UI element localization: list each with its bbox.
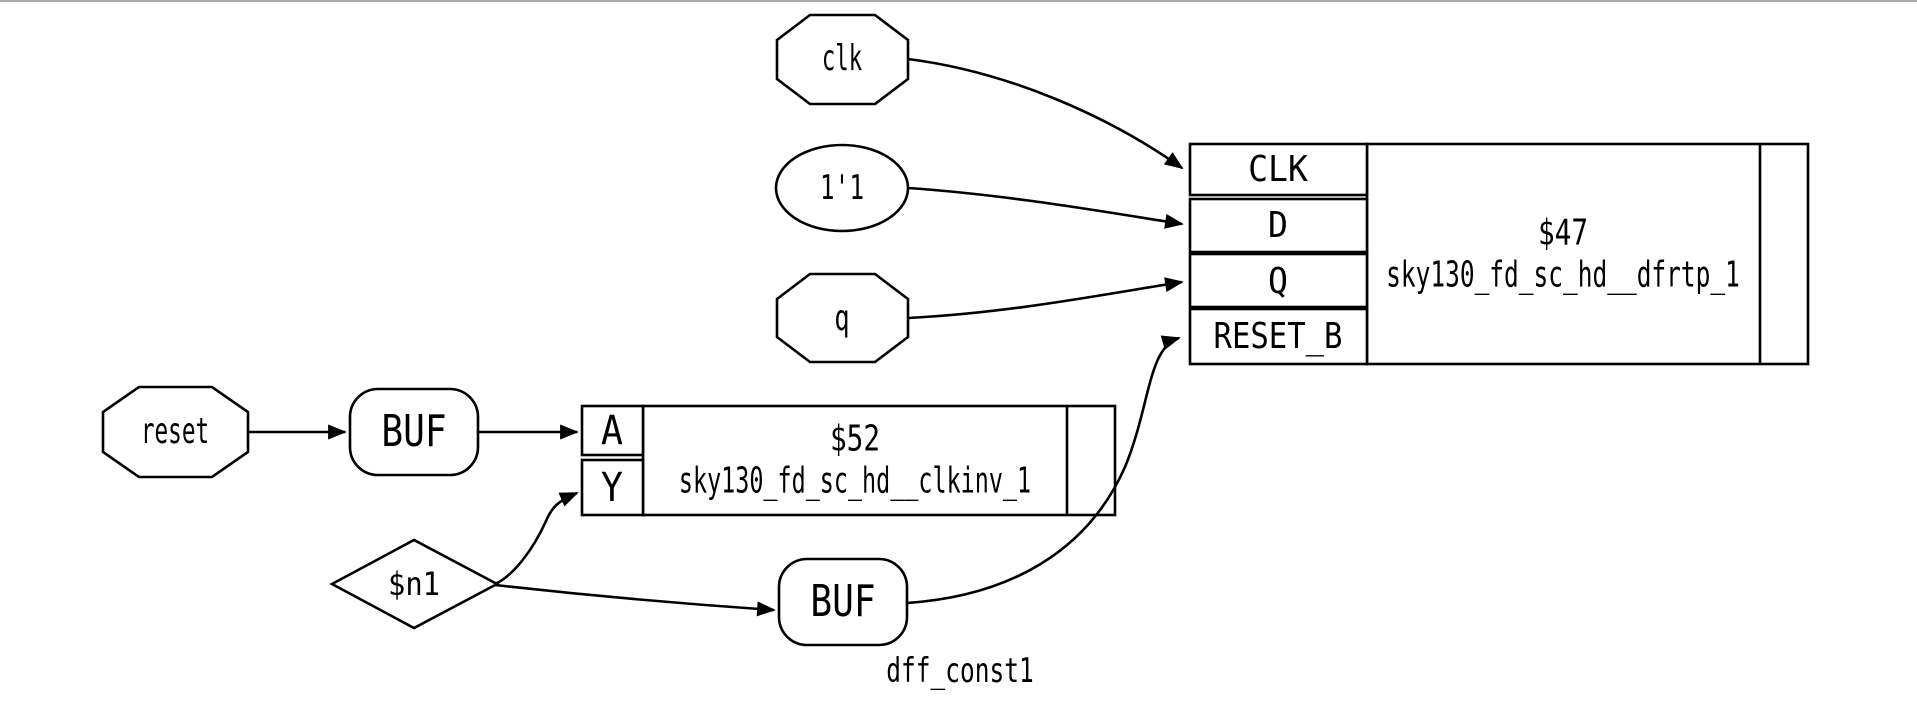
edge-buf-to-cell47-resetb [906,335,1181,605]
reset-port-octagon [101,385,250,479]
constant-value-label: 1'1 [819,168,865,208]
cell52-type: sky130_fd_sc_hd__clkinv_1 [678,461,1032,502]
module-name-label: dff_const1 [886,651,1034,691]
cell47-body [1365,142,1810,366]
edge-const1-to-cell47-d [907,186,1184,229]
reset-port-label: reset [140,411,210,452]
cell47-type: sky130_fd_sc_hd__dfrtp_1 [1386,255,1740,296]
cell47-port-q-cell [1188,252,1369,309]
cell47-name: $47 [1537,212,1589,254]
edge-n1-to-buf [494,583,776,617]
n1-net-label: $n1 [387,565,441,603]
cell52-name-type: $52 sky130_fd_sc_hd__clkinv_1 [584,419,1126,504]
cell47-port-d-label: D [1268,205,1288,246]
edge-clk-to-cell47-clk [907,57,1184,170]
cell52-body [641,404,1117,517]
cell47-port-clk-cell [1188,142,1369,197]
q-port-octagon [775,272,910,364]
edge-q-to-cell47-q [907,277,1184,320]
cell47-name-type: $47 sky130_fd_sc_hd__dfrtp_1 [1303,213,1823,298]
cell47-port-resetb-label: RESET_B [1213,316,1343,357]
cell47-port-resetb-cell [1188,307,1369,366]
buf-reset-label: BUF [381,406,447,457]
clk-port-octagon [775,13,910,106]
clk-port-label: clk [821,38,863,79]
cell47-port-clk-label: CLK [1248,149,1308,190]
cell52-port-y-cell [580,458,645,517]
cell52-port-y-label: Y [600,465,624,511]
buf-n1-label: BUF [810,576,876,627]
cell52-port-a-label: A [600,408,624,454]
cell52-name: $52 [829,418,881,460]
cell52-port-a-cell [580,404,645,457]
cell47-port-d-cell [1188,197,1369,254]
cell47-port-q-label: Q [1268,261,1288,302]
q-port-label: q [834,298,850,339]
edge-n1-to-cell52-y [494,491,579,586]
